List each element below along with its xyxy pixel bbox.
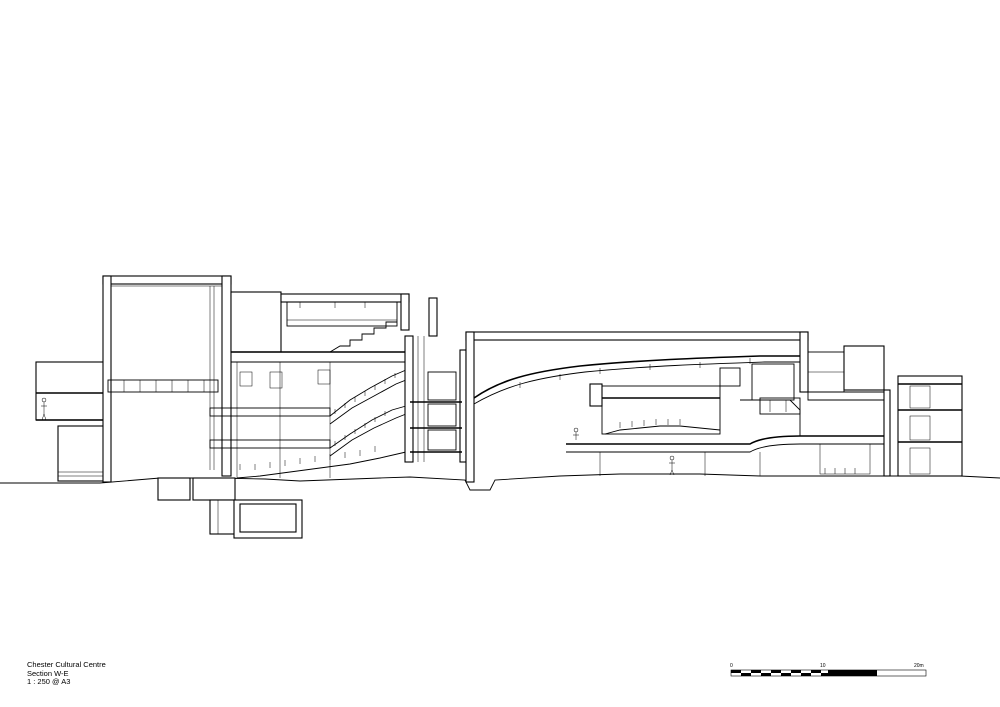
title-block: Chester Cultural Centre Section W-E 1 : …: [27, 660, 106, 687]
ground-line: [0, 473, 1000, 491]
human-figure-icon: [669, 455, 675, 476]
drawing-scale: 1 : 250 @ A3: [27, 677, 71, 687]
circulation-core: [404, 335, 467, 463]
drawing-title: Section W-E: [27, 668, 69, 678]
main-auditorium: [209, 291, 438, 479]
project-title: Chester Cultural Centre: [27, 660, 106, 669]
west-low-block: [35, 361, 109, 482]
scale-bar: [730, 669, 927, 677]
basement: [157, 477, 303, 539]
human-figure-icon: [573, 427, 579, 440]
scale-label-20m: 20m: [914, 663, 924, 669]
east-block: [897, 375, 963, 477]
studio-theatre: [465, 331, 891, 483]
fly-tower: [102, 275, 232, 483]
scale-label-10: 10: [820, 663, 826, 669]
scale-label-0: 0: [730, 663, 733, 669]
human-figure-icon: [41, 397, 47, 421]
